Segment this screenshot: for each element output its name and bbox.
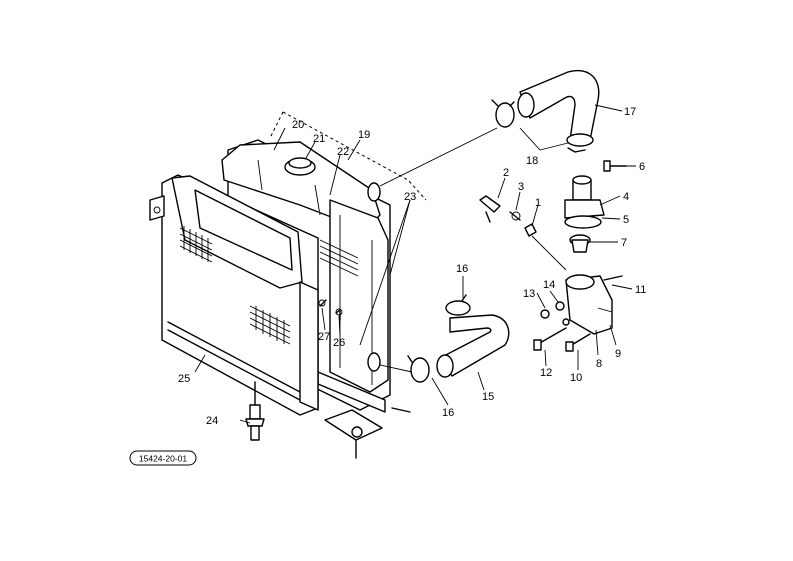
callout-12: 12 <box>540 367 552 379</box>
callout-18: 18 <box>526 155 538 167</box>
callout-23: 23 <box>404 191 416 203</box>
callout-8: 8 <box>596 358 602 370</box>
callout-26: 26 <box>333 337 345 349</box>
callout-16-top: 16 <box>456 263 468 275</box>
callout-19: 19 <box>358 129 370 141</box>
callout-16-bottom: 16 <box>442 407 454 419</box>
thermostat-housing <box>479 160 627 352</box>
core-hatch <box>319 239 359 277</box>
leader-lines <box>194 104 636 424</box>
callout-3: 3 <box>518 181 524 193</box>
bottom-bracket <box>324 407 411 459</box>
callout-6: 6 <box>639 161 645 173</box>
callout-11: 11 <box>635 284 646 296</box>
callout-10: 10 <box>570 372 582 384</box>
callout-13: 13 <box>523 288 535 300</box>
callout-14: 14 <box>543 279 555 291</box>
callout-20: 20 <box>292 119 304 131</box>
callout-9: 9 <box>615 348 621 360</box>
callout-5: 5 <box>623 214 629 226</box>
callout-17: 17 <box>624 106 636 118</box>
drain-cock <box>245 381 265 441</box>
callout-1: 1 <box>535 197 541 209</box>
upper-hose-assembly <box>379 69 600 187</box>
figure-code-badge: 15424-20-01 <box>129 450 197 466</box>
callout-22: 22 <box>337 146 349 158</box>
callout-2: 2 <box>503 167 509 179</box>
radiator-assembly <box>149 111 427 459</box>
callout-25: 25 <box>178 373 190 385</box>
callout-24: 24 <box>206 415 218 427</box>
figure-code: 15424-20-01 <box>139 454 187 464</box>
shroud-mesh-left <box>179 226 213 263</box>
callout-27: 27 <box>318 331 330 343</box>
callout-labels: 1 2 3 4 5 6 7 8 9 10 11 12 13 14 15 16 1… <box>178 106 646 427</box>
callout-21: 21 <box>313 133 325 145</box>
callout-7: 7 <box>621 237 627 249</box>
lower-hose-assembly <box>379 294 510 383</box>
callout-4: 4 <box>623 191 629 203</box>
shroud-mesh-right <box>249 305 291 345</box>
callout-15: 15 <box>482 391 494 403</box>
